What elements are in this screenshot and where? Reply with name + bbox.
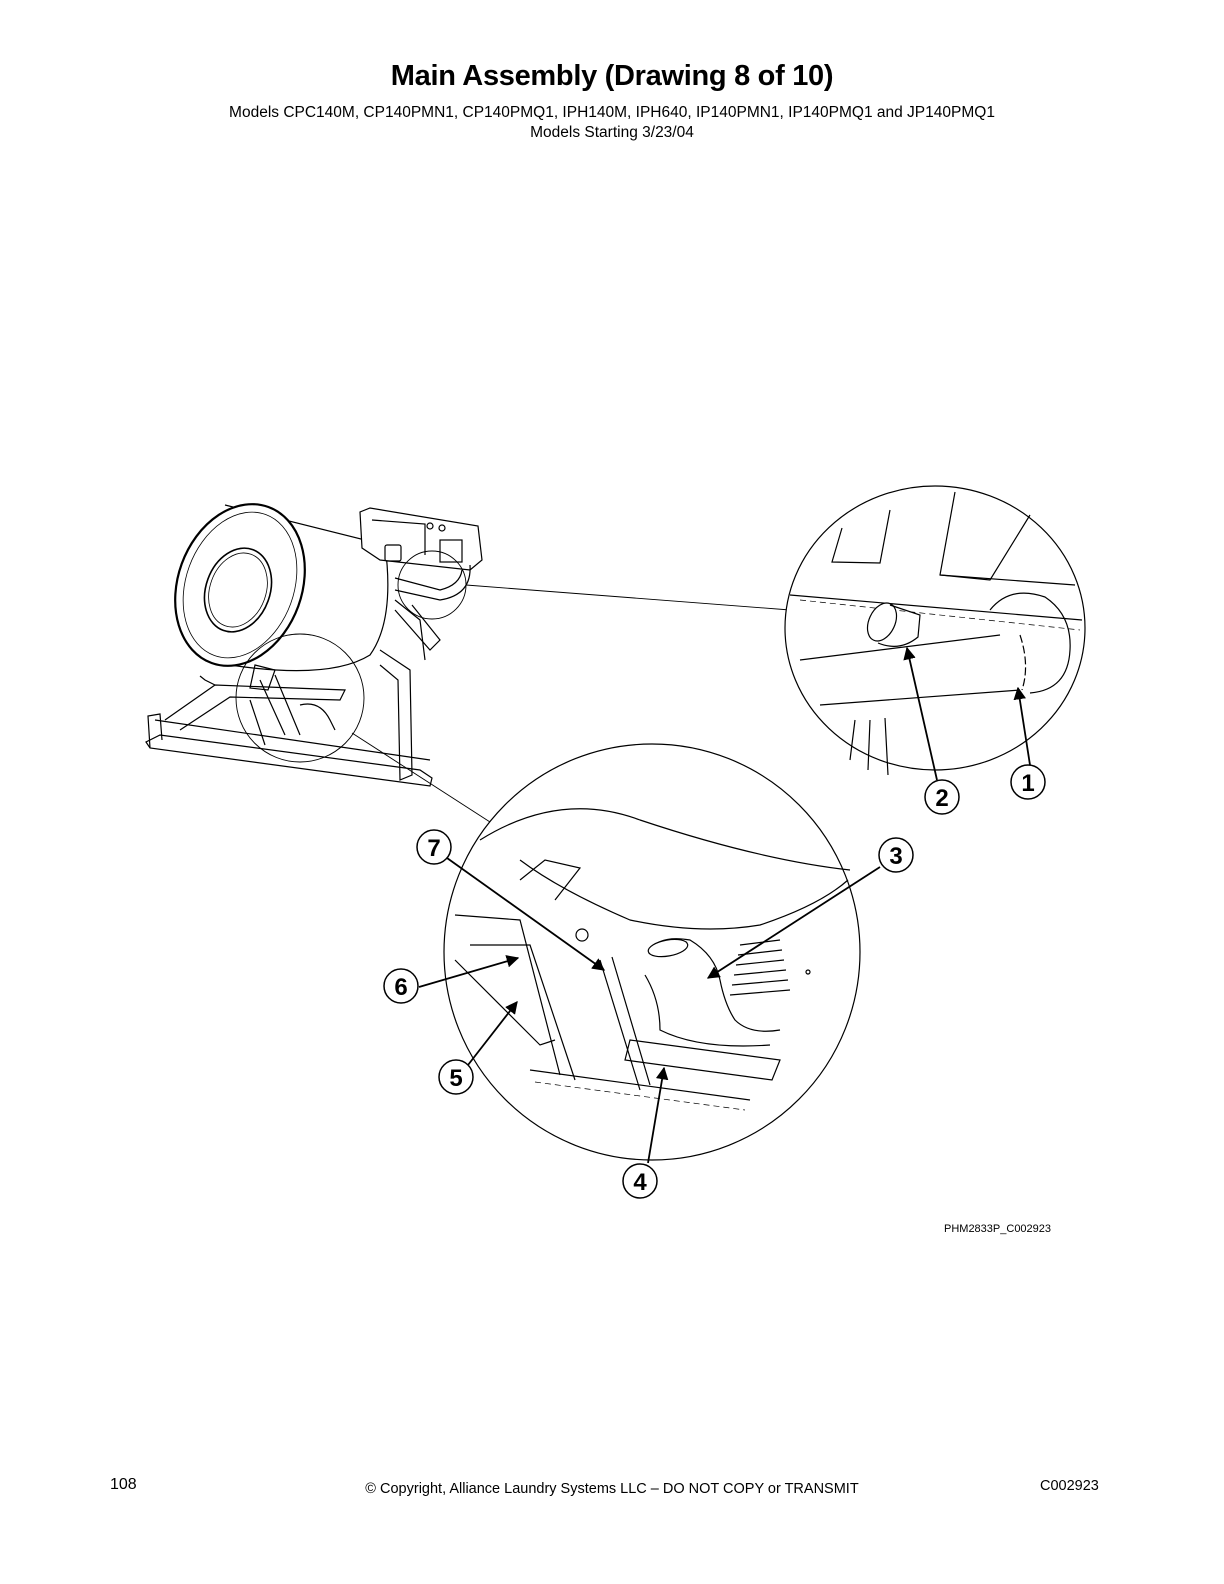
svg-text:7: 7	[427, 835, 440, 862]
models-list: Models CPC140M, CP140PMN1, CP140PMQ1, IP…	[229, 104, 995, 121]
svg-text:4: 4	[633, 1169, 647, 1196]
detail-view-a	[784, 485, 1086, 776]
drawing-id: PHM2833P_C002923	[944, 1223, 1052, 1235]
detail-view-b	[443, 743, 861, 1161]
callout-6: 6	[383, 968, 419, 1004]
callout-7: 7	[416, 829, 452, 865]
page-number: 108	[110, 1476, 137, 1493]
copyright-notice: © Copyright, Alliance Laundry Systems LL…	[365, 1481, 859, 1497]
callout-1: 1	[1010, 764, 1046, 800]
models-starting-date: Models Starting 3/23/04	[530, 124, 694, 141]
svg-text:3: 3	[889, 843, 902, 870]
callout-4: 4	[622, 1163, 658, 1199]
document-code: C002923	[1040, 1478, 1099, 1494]
svg-text:6: 6	[394, 974, 407, 1001]
callout-leaders	[418, 646, 1031, 1164]
svg-text:5: 5	[449, 1065, 462, 1092]
callout-3: 3	[878, 837, 914, 873]
callout-2: 2	[924, 779, 960, 815]
svg-text:1: 1	[1021, 770, 1034, 797]
machine-overview	[145, 503, 791, 823]
svg-text:2: 2	[935, 785, 948, 812]
page-title: Main Assembly (Drawing 8 of 10)	[390, 60, 834, 92]
callout-5: 5	[438, 1059, 474, 1095]
